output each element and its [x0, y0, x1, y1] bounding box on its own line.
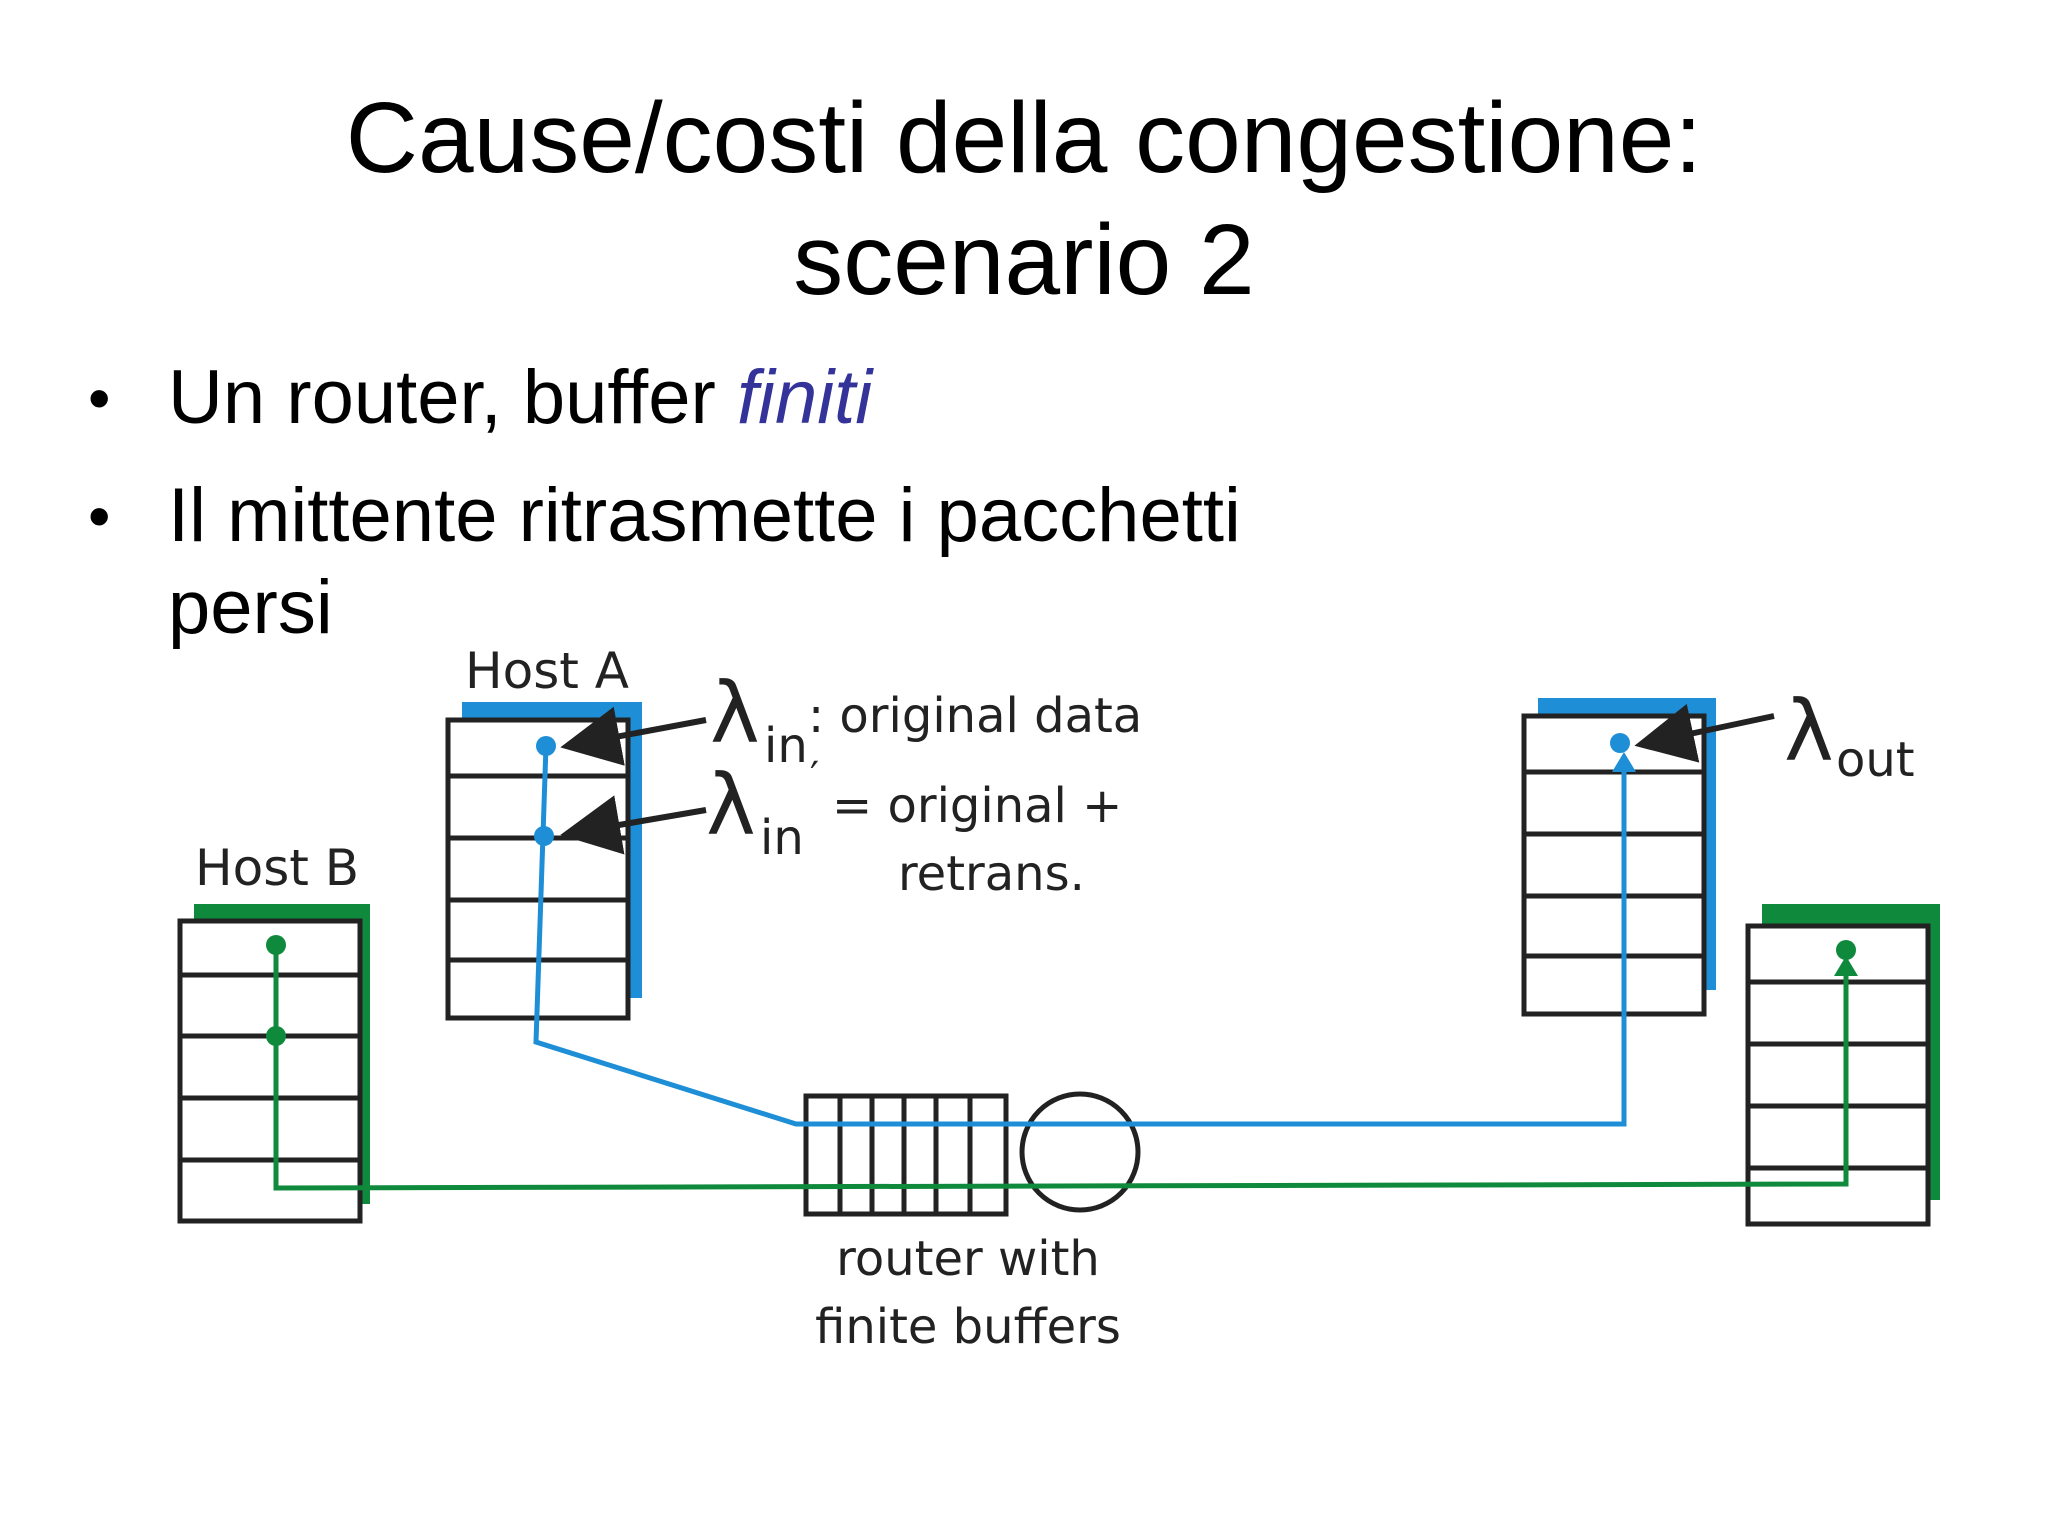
- lambda-out-label: λ out: [1784, 682, 1915, 788]
- lambda-in-subscript: in: [764, 718, 808, 774]
- router: router with finite buffers: [803, 1091, 1141, 1355]
- router-buffer-slots: [837, 1096, 973, 1214]
- bullet-2-text: Il mittente ritrasmette i pacchetti pers…: [168, 473, 1241, 650]
- bullet-1-text: Un router, buffer: [168, 355, 737, 440]
- receiver-a-box: [1521, 713, 1707, 1017]
- router-label-line-1: router with: [836, 1231, 1100, 1287]
- flow-b-arrowhead: [1834, 956, 1858, 976]
- lambda-in-label: λ in : original data: [710, 664, 1142, 774]
- bullet-item-1: • Un router, buffer finiti: [88, 352, 873, 444]
- bullet-dot-icon: •: [88, 480, 111, 552]
- lambda-in-prime-symbol: λ: [706, 756, 756, 854]
- flow-a-dot-original: [536, 736, 556, 756]
- lambda-in-prime-description-1: = original +: [832, 778, 1122, 834]
- host-b: Host B: [177, 839, 370, 1224]
- receiver-b-rows: [1748, 979, 1928, 1171]
- lambda-in-prime-subscript: in: [760, 810, 804, 866]
- flow-b-dot-1: [266, 935, 286, 955]
- bullet-dot-icon: •: [88, 362, 111, 434]
- slide-title-line-1: Cause/costi della congestione:: [345, 82, 1703, 194]
- receiver-a-rows: [1524, 769, 1704, 959]
- router-label-line-2: finite buffers: [815, 1299, 1121, 1355]
- lambda-in-prime-mark: ′: [810, 754, 819, 800]
- flow-a-dot-out: [1610, 733, 1630, 753]
- slide-title-line-2: scenario 2: [793, 204, 1255, 316]
- lambda-in-symbol: λ: [710, 664, 760, 762]
- lambda-in-description: : original data: [808, 688, 1142, 744]
- flow-a-arrowhead: [1612, 752, 1636, 772]
- lambda-out-subscript: out: [1836, 732, 1915, 788]
- lambda-in-prime-arrow: [560, 795, 707, 855]
- host-b-label: Host B: [195, 839, 359, 897]
- host-a-label: Host A: [465, 642, 629, 700]
- lambda-in-prime-label: λ in ′ = original + retrans.: [706, 754, 1122, 902]
- lambda-in-arrow: [560, 706, 707, 766]
- lambda-in-prime-description-2: retrans.: [898, 846, 1085, 902]
- bullet-item-2: • Il mittente ritrasmette i pacchetti per…: [88, 470, 1368, 654]
- bullet-1-emphasis: finiti: [736, 355, 873, 440]
- lambda-out-arrow: [1634, 703, 1775, 763]
- host-b-box: [177, 918, 363, 1224]
- flow-a-dot-retrans: [534, 826, 554, 846]
- lambda-out-symbol: λ: [1784, 682, 1834, 780]
- flow-b-path: [273, 945, 1849, 1191]
- flow-b-dot-2: [266, 1026, 286, 1046]
- flow-a-path: [533, 745, 1627, 1127]
- flow-b-dot-out: [1836, 940, 1856, 960]
- router-link-circle: [1019, 1091, 1141, 1213]
